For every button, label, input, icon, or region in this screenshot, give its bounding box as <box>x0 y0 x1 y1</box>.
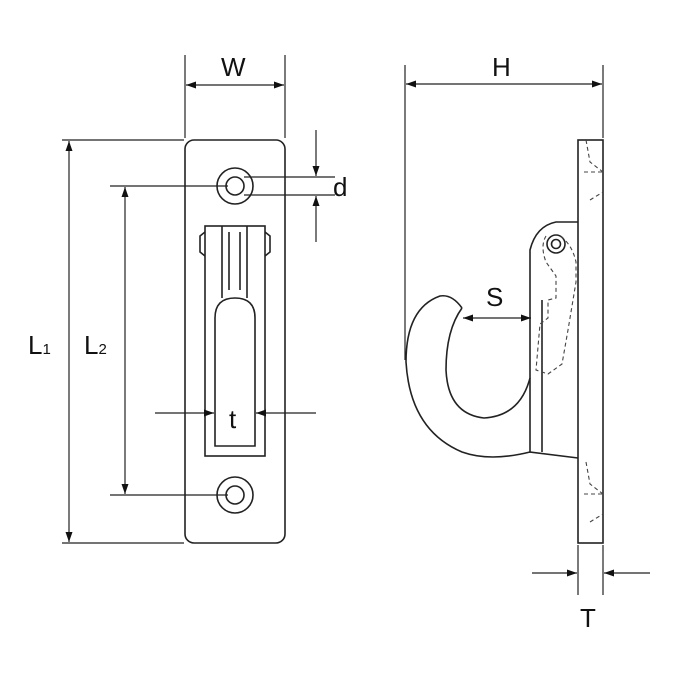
side-view-screw-holes <box>584 139 604 523</box>
thickness-T-label: T <box>580 603 596 633</box>
front-view-hook <box>199 225 271 457</box>
side-view-plate <box>577 139 604 544</box>
side-view-hidden-latch <box>535 235 577 375</box>
length2-letter: L <box>84 330 99 360</box>
length2-subscript: 2 <box>98 341 107 358</box>
width-label: W <box>221 52 246 82</box>
opening-label: S <box>486 282 504 312</box>
length1-letter: L <box>28 330 43 360</box>
front-view-plate <box>184 139 286 544</box>
hole-diameter-label: d <box>333 172 348 202</box>
length1-subscript: 1 <box>42 341 51 358</box>
length2-label: L2 <box>84 332 107 358</box>
side-view-dimensions <box>404 65 650 595</box>
height-label: H <box>492 52 511 82</box>
side-view-hook <box>405 221 579 459</box>
front-view-dimensions <box>62 55 335 544</box>
thickness-t-label: t <box>229 404 237 434</box>
length1-label: L1 <box>28 332 51 358</box>
